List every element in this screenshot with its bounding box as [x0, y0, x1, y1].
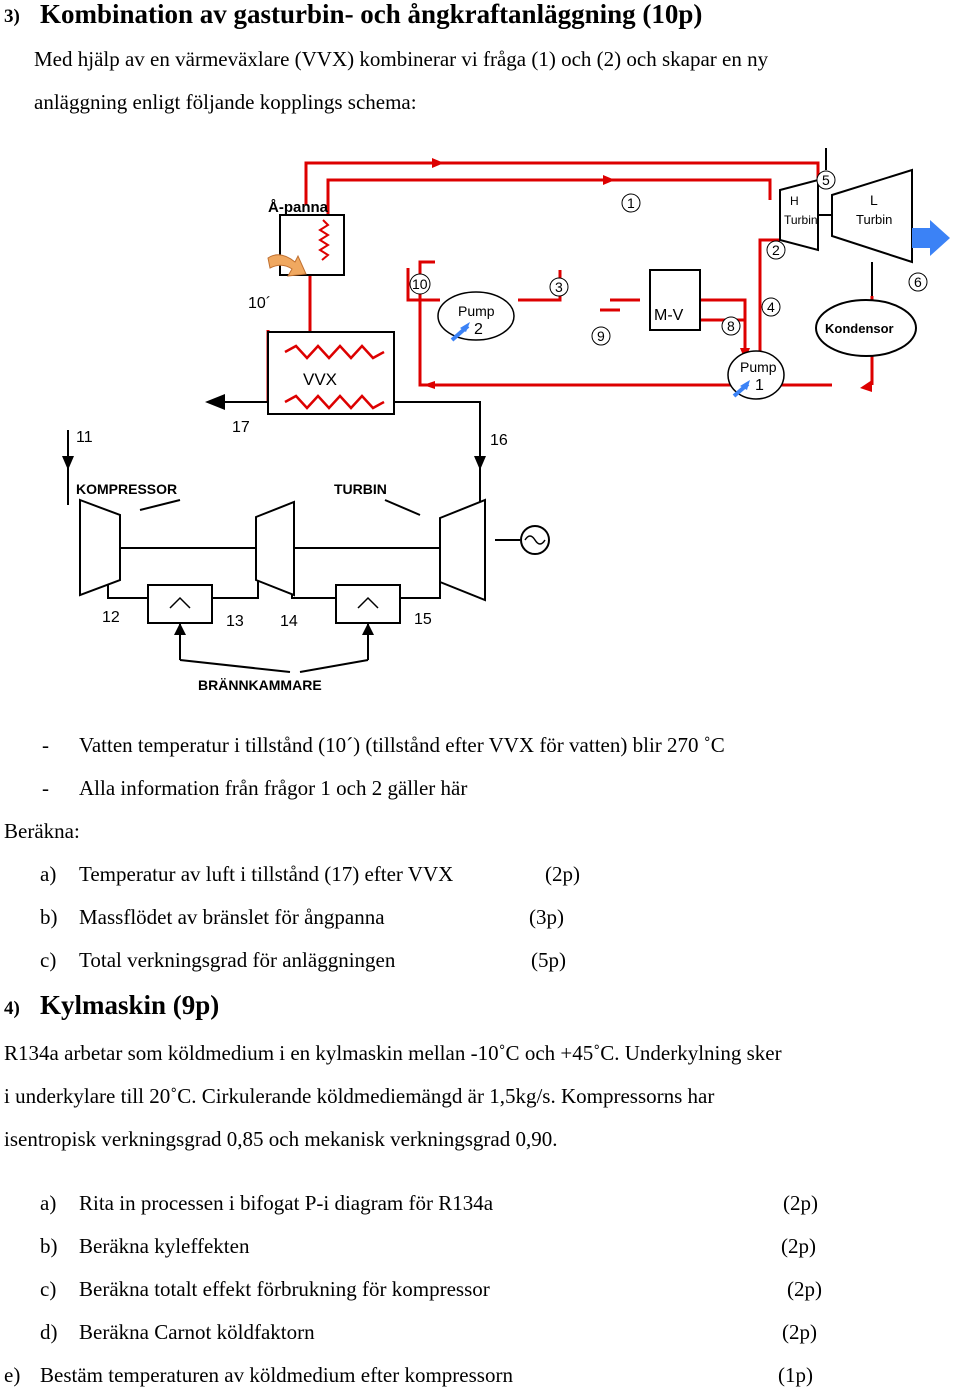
high-pressure-turbine-label-bottom: Turbin — [784, 213, 818, 227]
item-c-points: (5p) — [531, 948, 566, 972]
question-4-number: 4) — [4, 998, 20, 1019]
state-10-prime-label: 10´ — [248, 295, 271, 312]
item-b-points: (3p) — [529, 905, 564, 929]
q4-item-c-points: (2p) — [787, 1277, 822, 1301]
condenser: Kondensor — [815, 299, 917, 357]
turbine-inlet-arrow-icon — [474, 456, 486, 470]
q4-item-e-letter: e) — [4, 1363, 21, 1387]
low-pressure-turbine: L Turbin — [831, 168, 913, 264]
q4-item-c-text: Beräkna totalt effekt förbrukning för ko… — [79, 1277, 490, 1301]
question-4-paragraph-line-2: i underkylare till 20˚C. Cirkulerande kö… — [4, 1084, 715, 1108]
state-8-label: 8 — [727, 318, 735, 334]
state-10-label: 10 — [412, 276, 428, 292]
q4-item-b-letter: b) — [40, 1234, 58, 1258]
q4-item-a-text: Rita in processen i bifogat P-i diagram … — [79, 1191, 494, 1215]
steam-boiler: Å-panna — [267, 199, 345, 277]
compressor-label: KOMPRESSOR — [76, 481, 177, 497]
q4-item-a-points: (2p) — [783, 1191, 818, 1215]
exhaust-outlet-arrow-icon — [205, 394, 225, 410]
pump-1: Pump 1 — [727, 350, 785, 400]
state-point-labels: 1 2 3 4 5 6 8 9 10 — [409, 170, 928, 346]
gas-state-labels: 10´ 11 17 16 12 13 14 15 — [76, 295, 508, 630]
low-pressure-turbine-label-bottom: Turbin — [856, 212, 892, 227]
state-9-label: 9 — [597, 328, 605, 344]
item-a-letter: a) — [40, 862, 57, 886]
question-3-intro-line-2: anläggning enligt följande kopplings sch… — [34, 90, 417, 114]
power-output-arrow-icon — [912, 220, 950, 256]
q4-item-d-text: Beräkna Carnot köldfaktorn — [79, 1320, 315, 1344]
state-1-label: 1 — [627, 195, 635, 211]
question-3-title: Kombination av gasturbin- och ångkraftan… — [40, 0, 703, 29]
state-13-label: 13 — [226, 613, 244, 630]
pump-2: Pump 2 — [437, 291, 515, 342]
question-3-number: 3) — [4, 6, 20, 27]
question-4-paragraph-line-1: R134a arbetar som köldmedium i en kylmas… — [4, 1041, 782, 1065]
state-3-label: 3 — [555, 279, 563, 295]
question-4-title: Kylmaskin (9p) — [40, 990, 220, 1020]
combustion-chamber-1 — [147, 584, 213, 624]
state-17-label: 17 — [232, 419, 250, 436]
item-a-text: Temperatur av luft i tillstånd (17) efte… — [79, 862, 454, 886]
bullet-marker: - — [42, 733, 49, 757]
gas-turbine-1 — [255, 500, 295, 597]
item-a-points: (2p) — [545, 862, 580, 886]
high-pressure-turbine: H Turbin — [779, 178, 819, 252]
item-c-letter: c) — [40, 948, 57, 972]
coupling-schematic-diagram: Å-panna H Turbin L Turbin M-V Kondensor … — [62, 148, 950, 693]
q4-item-c-letter: c) — [40, 1277, 57, 1301]
combustion-chamber-2 — [335, 584, 401, 624]
state-14-label: 14 — [280, 613, 298, 630]
q4-item-a-letter: a) — [40, 1191, 57, 1215]
pump-1-label: Pump — [740, 359, 777, 375]
question-4-paragraph-line-3: isentropisk verkningsgrad 0,85 och mekan… — [4, 1127, 558, 1151]
pump-2-label: Pump — [458, 303, 495, 319]
state-6-label: 6 — [914, 274, 922, 290]
combustion-chamber-label: BRÄNNKAMMARE — [198, 677, 322, 693]
state-12-label: 12 — [102, 609, 120, 626]
pump-1-work-arrow-icon — [740, 380, 750, 390]
condenser-label: Kondensor — [825, 321, 894, 336]
state-2-label: 2 — [772, 242, 780, 258]
gas-turbine-label: TURBIN — [334, 481, 387, 497]
state-5-label: 5 — [822, 172, 830, 188]
q4-item-d-points: (2p) — [782, 1320, 817, 1344]
q4-item-e-text: Bestäm temperaturen av köldmedium efter … — [40, 1363, 513, 1387]
compressor: KOMPRESSOR — [76, 481, 181, 597]
heat-input-arrow-icon — [267, 254, 307, 277]
mixing-preheater: M-V — [649, 269, 701, 331]
state-11-label: 11 — [76, 429, 93, 446]
low-pressure-turbine-label-top: L — [870, 192, 878, 208]
pump-2-work-arrow-icon — [460, 322, 470, 332]
fuel-input-2-arrow-icon — [362, 623, 374, 635]
fuel-input-1-arrow-icon — [174, 623, 186, 635]
air-inlet-arrow-icon — [62, 456, 74, 470]
state-15-label: 15 — [414, 611, 432, 628]
state-4-label: 4 — [767, 299, 775, 315]
bullet-1-text: Vatten temperatur i tillstånd (10´) (til… — [79, 733, 725, 757]
high-pressure-turbine-label-top: H — [790, 194, 799, 208]
item-c-text: Total verkningsgrad för anläggningen — [79, 948, 396, 972]
heat-exchanger: VVX — [267, 331, 395, 415]
heat-exchanger-label: VVX — [303, 370, 337, 389]
q4-item-e-points: (1p) — [778, 1363, 813, 1387]
generator-sine-icon — [524, 535, 546, 545]
generator — [520, 525, 550, 555]
bullet-marker: - — [42, 776, 49, 800]
q4-item-d-letter: d) — [40, 1320, 58, 1344]
q4-item-b-points: (2p) — [781, 1234, 816, 1258]
pump-1-number: 1 — [755, 377, 764, 394]
q4-item-b-text: Beräkna kyleffekten — [79, 1234, 250, 1258]
steam-boiler-label: Å-panna — [268, 199, 329, 216]
calculate-heading: Beräkna: — [4, 819, 80, 843]
gas-turbine-2: TURBIN — [334, 481, 486, 602]
mixing-preheater-label: M-V — [654, 307, 684, 324]
pump-2-number: 2 — [474, 321, 483, 338]
item-b-letter: b) — [40, 905, 58, 929]
item-b-text: Massflödet av bränslet för ångpanna — [79, 905, 385, 929]
state-16-label: 16 — [490, 432, 508, 449]
question-3-intro-line-1: Med hjälp av en värmeväxlare (VVX) kombi… — [34, 47, 769, 71]
bullet-2-text: Alla information från frågor 1 och 2 gäl… — [79, 776, 468, 800]
